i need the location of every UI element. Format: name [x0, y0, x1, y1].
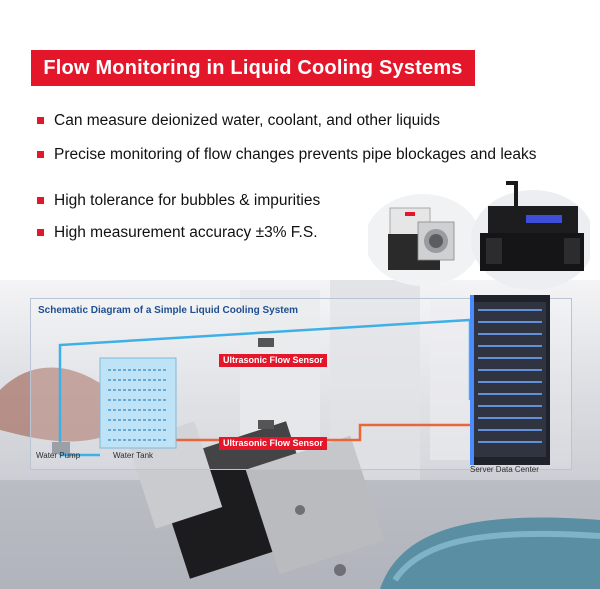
feature-item: High tolerance for bubbles & impurities — [36, 190, 554, 211]
bullet-square-icon — [37, 229, 44, 236]
bullet-square-icon — [37, 117, 44, 124]
sensor-label: Ultrasonic Flow Sensor — [219, 437, 328, 450]
server-data-center-label: Server Data Center — [470, 465, 539, 474]
water-pump-label: Water Pump — [36, 451, 81, 460]
bullet-square-icon — [37, 197, 44, 204]
bullet-square-icon — [37, 151, 44, 158]
feature-item: Precise monitoring of flow changes preve… — [36, 144, 554, 165]
feature-item: Can measure deionized water, coolant, an… — [36, 110, 574, 131]
water-tank-label: Water Tank — [113, 451, 154, 460]
inline-sensor-icon — [258, 420, 274, 429]
product-photos — [368, 181, 590, 290]
cooling-diagram — [52, 295, 550, 465]
diagram-title: Schematic Diagram of a Simple Liquid Coo… — [38, 305, 299, 316]
scene-art — [0, 280, 600, 589]
flow-sensor-white-image — [388, 207, 455, 270]
feature-item: High measurement accuracy ±3% F.S. — [36, 222, 554, 243]
flow-sensor-black-image — [480, 181, 584, 271]
water-tank-icon — [99, 357, 177, 449]
server-rack-icon — [470, 295, 550, 465]
inline-sensor-icon — [258, 338, 274, 347]
water-pump-icon — [52, 442, 70, 454]
sensor-label: Ultrasonic Flow Sensor — [219, 354, 328, 367]
page-title: Flow Monitoring in Liquid Cooling System… — [31, 50, 475, 86]
